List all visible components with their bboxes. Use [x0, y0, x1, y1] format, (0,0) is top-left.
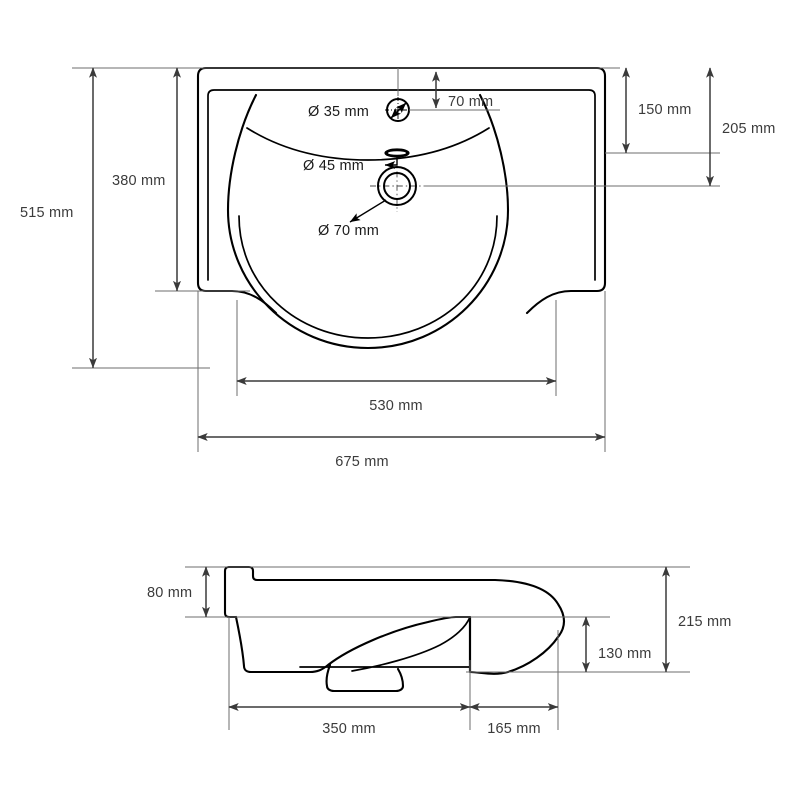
dim-label-350: 350 mm: [322, 721, 376, 737]
dim-label-380: 380 mm: [112, 173, 166, 189]
dim-label-215: 215 mm: [678, 614, 732, 630]
drain-ring-icon: [377, 166, 417, 206]
side-view-extension-lines: [185, 566, 690, 730]
side-bowl-profile: [234, 615, 560, 675]
drain-inner-ring-icon: [383, 172, 411, 200]
side-waste-nub: [325, 663, 405, 693]
top-view-extension-lines: [72, 67, 720, 452]
dim-label-515: 515 mm: [20, 205, 74, 221]
dim-label-205: 205 mm: [722, 121, 776, 137]
dim-label-150: 150 mm: [638, 102, 692, 118]
dim-label-675: 675 mm: [335, 454, 389, 470]
top-view-dimensions: 515 mm 380 mm 675 mm 530 mm 150 mm 205 m…: [20, 67, 776, 470]
callout-label-overflow: Ø 45 mm: [303, 158, 364, 174]
tap-hole-arrow-b: [390, 102, 407, 119]
side-view-dimensions: 80 mm 130 mm 215 mm 350 mm 165 mm: [147, 566, 732, 737]
side-rim-outline: [227, 565, 566, 639]
basin-outer-outline: [196, 66, 607, 315]
dim-label-530: 530 mm: [369, 398, 423, 414]
dim-label-80: 80 mm: [147, 585, 192, 601]
basin-inner-rim: [207, 89, 596, 281]
overflow-slot-hole: [388, 151, 406, 155]
dim-label-165: 165 mm: [487, 721, 541, 737]
top-view-hole-callouts: Ø 35 mm Ø 45 mm Ø 70 mm: [303, 104, 398, 239]
bowl-lower-inner-contour: [238, 215, 498, 339]
bowl-opening-outline: [226, 93, 510, 350]
side-rim-left-edge: [223, 565, 238, 619]
callout-label-tap-hole: Ø 35 mm: [308, 104, 369, 120]
bowl-inner-contour: [246, 127, 490, 161]
drain-leader-line: [349, 199, 387, 223]
overflow-leader-line: [384, 157, 398, 169]
callout-label-drain: Ø 70 mm: [318, 223, 379, 239]
dim-label-70-back: 70 mm: [448, 94, 493, 110]
top-view-geometry: [196, 66, 607, 350]
side-inner-bowl-contour: [299, 616, 471, 672]
dim-label-130: 130 mm: [598, 646, 652, 662]
